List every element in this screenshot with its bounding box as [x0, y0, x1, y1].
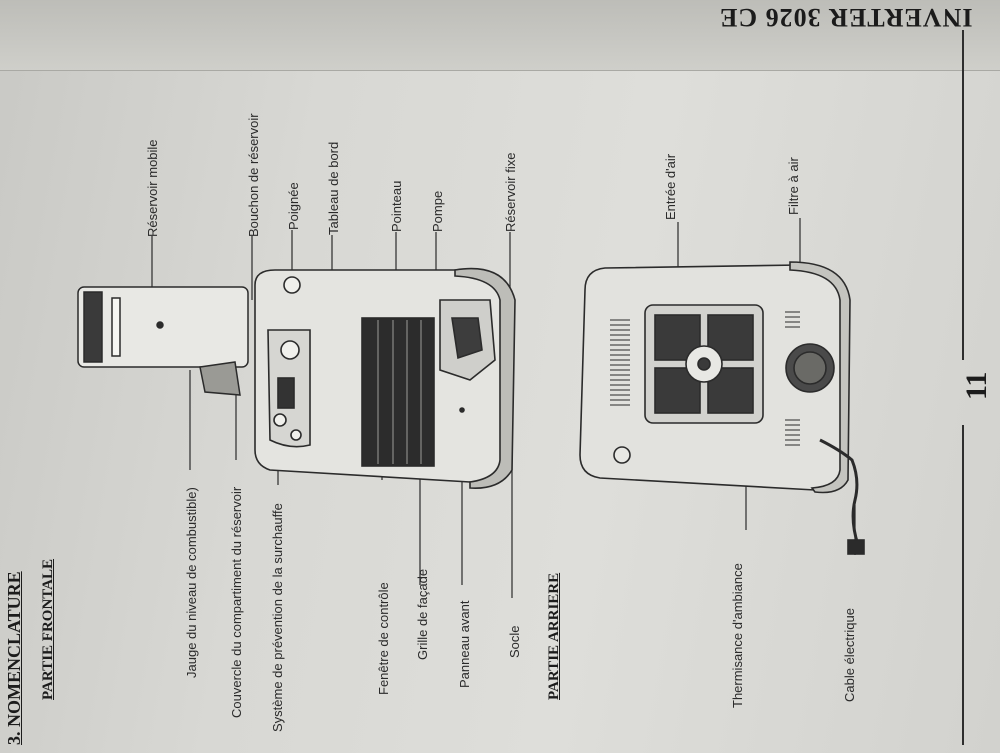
previous-page-edge: INVERTER 3026 CE: [0, 0, 1000, 71]
footer-rule-bottom: [962, 425, 964, 745]
footer-rule-top: [962, 30, 964, 360]
